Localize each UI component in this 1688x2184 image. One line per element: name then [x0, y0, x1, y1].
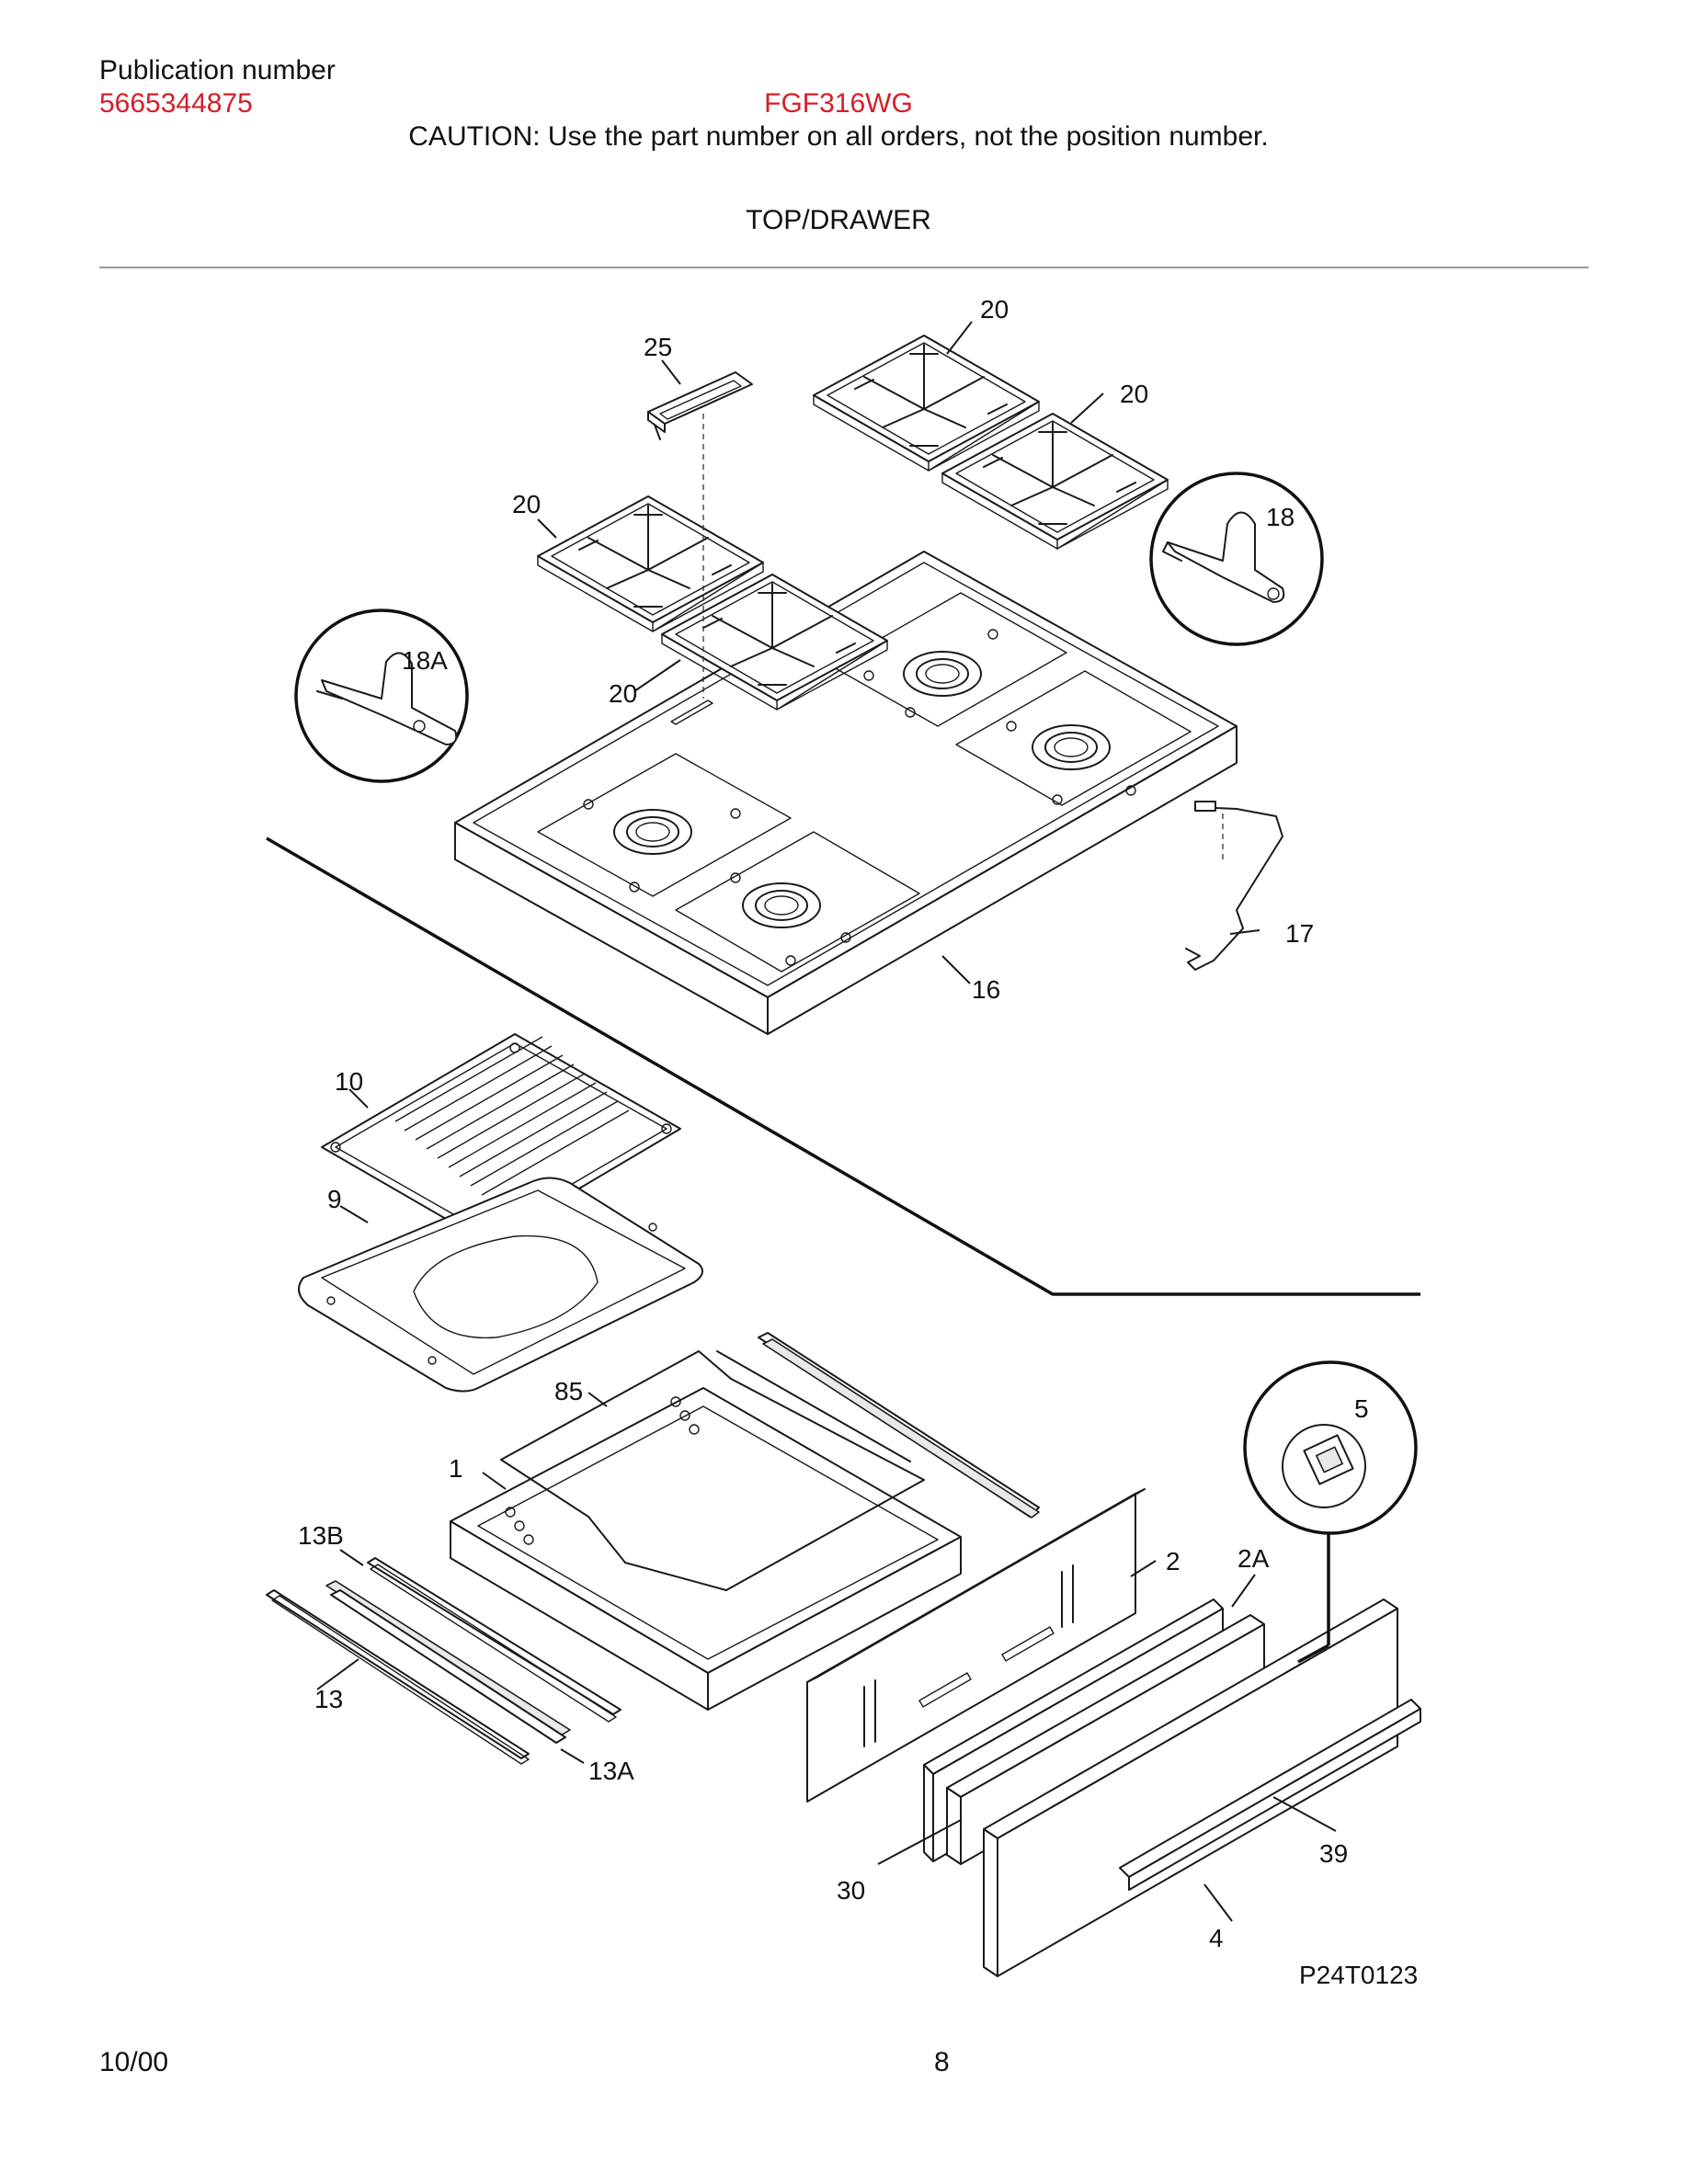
callout-1: 1 [449, 1454, 463, 1483]
drawer-slide-rail-13 [266, 1589, 530, 1765]
detail-circle-5 [1243, 1360, 1418, 1664]
caution-note: CAUTION: Use the part number on all orde… [408, 121, 1269, 152]
callout-13b: 13B [298, 1521, 344, 1550]
publication-date: 10/00 [99, 2047, 169, 2077]
publication-label: Publication number [99, 55, 336, 85]
cooktop-main-top [454, 551, 1237, 1035]
callout-10: 10 [335, 1067, 363, 1096]
callout-30: 30 [837, 1876, 865, 1905]
callout-9: 9 [327, 1185, 342, 1213]
burner-grate-front-right [661, 574, 888, 711]
callout-20a: 20 [980, 295, 1009, 324]
drawer-rear-rail [758, 1332, 1040, 1519]
callout-17: 17 [1285, 919, 1314, 948]
callout-labels: 25 20 20 20 20 18 18A 17 16 10 9 85 1 5 … [298, 295, 1418, 1989]
header-divider [99, 267, 1589, 268]
callout-39: 39 [1319, 1839, 1348, 1868]
callout-5: 5 [1354, 1394, 1369, 1423]
drawer-slide-rail-13b [367, 1557, 622, 1723]
wire-rod-part [1185, 801, 1283, 971]
callout-16: 16 [972, 975, 1000, 1004]
callout-18: 18 [1266, 503, 1295, 531]
page-number: 8 [934, 2047, 950, 2077]
broiler-pan [298, 1177, 703, 1393]
callout-20c: 20 [512, 490, 541, 518]
detail-circle-18 [1149, 472, 1324, 646]
drawer-inner-front-panel [806, 1488, 1146, 1803]
drawer-body [450, 1387, 962, 1711]
drawer-handle [1119, 1699, 1421, 1891]
detail-circle-18a [294, 609, 469, 783]
burner-grate-front-left [537, 495, 764, 632]
publication-number: 5665344875 [99, 88, 253, 119]
drawer-wire-frame [500, 1350, 925, 1591]
callout-2a: 2A [1237, 1544, 1270, 1573]
small-bracket-part [647, 371, 753, 699]
callout-20b: 20 [1120, 380, 1148, 408]
outer-drawer-front [983, 1598, 1398, 1977]
callout-20d: 20 [609, 679, 637, 708]
leader-lines [316, 321, 1337, 1922]
callout-85: 85 [554, 1377, 583, 1405]
callout-13: 13 [314, 1685, 343, 1713]
drawer-slide-rail-13a [325, 1580, 571, 1744]
section-divider-line [266, 836, 1420, 1296]
burner-grate-rear-left [813, 335, 1040, 472]
callout-13a: 13A [588, 1757, 634, 1785]
section-title: TOP/DRAWER [746, 205, 931, 235]
model-number: FGF316WG [764, 88, 913, 119]
callout-18a: 18A [402, 646, 448, 675]
figure-id: P24T0123 [1299, 1961, 1418, 1989]
callout-2: 2 [1166, 1547, 1180, 1575]
callout-25: 25 [644, 333, 672, 361]
callout-4: 4 [1209, 1924, 1224, 1952]
broiler-pan-insert [321, 1033, 681, 1244]
burner-grate-rear-right [941, 413, 1169, 550]
